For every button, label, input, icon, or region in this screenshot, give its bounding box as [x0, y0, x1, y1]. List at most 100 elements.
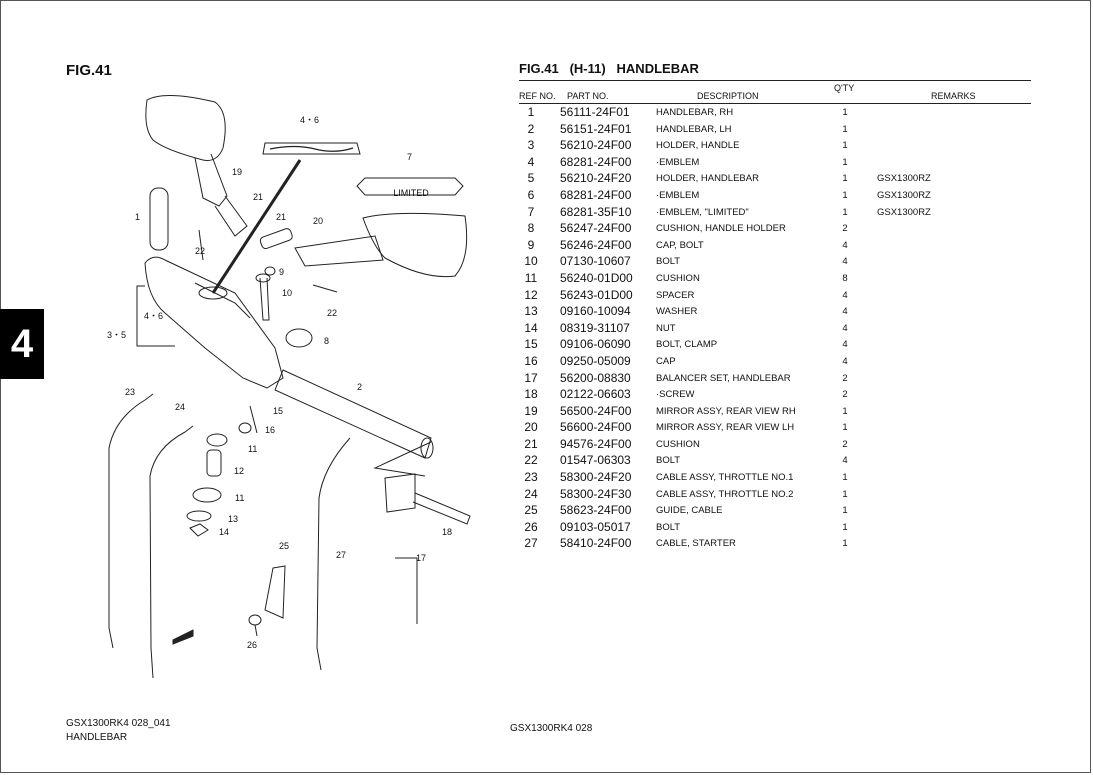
- handlebar-exploded-diagram: LIMITED: [108, 94, 471, 679]
- footer-section-name: HANDLEBAR: [66, 732, 128, 743]
- description-cell: SPACER: [656, 289, 695, 301]
- part-number-cell: 56243-01D00: [560, 287, 633, 302]
- quantity-cell: 1: [842, 189, 848, 201]
- part-number-cell: 56200-08830: [560, 370, 631, 385]
- part-number-cell: 68281-35F10: [560, 204, 632, 219]
- ref-cell: 21: [524, 436, 538, 451]
- quantity-cell: 1: [842, 488, 848, 500]
- throttle-cable-1: [108, 399, 146, 649]
- header-remarks: REMARKS: [931, 91, 976, 101]
- quantity-cell: 2: [842, 438, 848, 450]
- section-tab: 4: [0, 309, 44, 379]
- quantity-cell: 1: [842, 206, 848, 218]
- part-number-cell: 56151-24F01: [560, 121, 632, 136]
- ref-cell: 3: [527, 138, 535, 153]
- quantity-cell: 1: [842, 422, 848, 434]
- footer-model-code: GSX1300RK4 028_041: [66, 718, 171, 729]
- part-number-cell: 58410-24F00: [560, 536, 632, 551]
- part-number-cell: 56210-24F00: [560, 138, 632, 153]
- quantity-cell: 1: [842, 405, 848, 417]
- ref-cell: 20: [524, 420, 538, 435]
- footer-middle: GSX1300RK4 028: [510, 723, 593, 734]
- ref-cell: 1: [527, 105, 535, 119]
- callout: 27: [336, 550, 347, 560]
- section-number: 4: [10, 321, 34, 366]
- description-cell: CABLE ASSY, THROTTLE NO.1: [656, 472, 794, 484]
- table-header: REF NO. PART NO. DESCRIPTION Q'TY REMARK…: [519, 81, 1031, 103]
- ref-cell: 22: [524, 453, 538, 468]
- cushion-cap: [285, 328, 313, 348]
- quantity-cell: 4: [842, 256, 848, 268]
- description-cell: HANDLEBAR, LH: [656, 123, 732, 135]
- ref-cell: 27: [524, 536, 538, 551]
- description-cell: HANDLEBAR, RH: [656, 107, 734, 118]
- quantity-cell: 1: [842, 107, 848, 118]
- description-cell: ·SCREW: [656, 389, 695, 401]
- quantity-cell: 4: [842, 355, 848, 367]
- ref-cell: 26: [524, 519, 538, 534]
- quantity-cell: 4: [842, 306, 848, 318]
- part-number-cell: 56210-24F20: [560, 171, 632, 186]
- description-cell: ·EMBLEM: [656, 189, 700, 201]
- starter-cable: [316, 437, 351, 671]
- part-number-cell: 94576-24F00: [560, 436, 632, 451]
- callout: 2: [357, 382, 363, 392]
- figure-title-left: FIG.41: [66, 62, 112, 79]
- ref-cell: 7: [527, 204, 535, 219]
- remarks-cell: GSX1300RZ: [877, 206, 931, 218]
- quantity-cell: 2: [842, 389, 848, 401]
- quantity-cell: 1: [842, 123, 848, 135]
- ref-cell: 18: [524, 387, 538, 402]
- callout: 13: [228, 514, 239, 524]
- header-qty: Q'TY: [834, 83, 855, 93]
- front-arrow: [172, 629, 194, 645]
- handlebar-rh-tube: [149, 187, 169, 251]
- callout: 7: [407, 152, 413, 162]
- quantity-cell: 1: [842, 538, 848, 550]
- ref-cell: 25: [524, 503, 538, 518]
- callout: 17: [416, 553, 427, 563]
- callout: 18: [442, 527, 453, 537]
- quantity-cell: 1: [842, 521, 848, 533]
- limited-emblem-text: LIMITED: [393, 188, 429, 198]
- ref-cell: 9: [527, 237, 535, 252]
- handle-holder: [144, 256, 284, 389]
- description-cell: MIRROR ASSY, REAR VIEW RH: [656, 405, 796, 417]
- part-number-cell: 58300-24F20: [560, 470, 632, 485]
- description-cell: ·EMBLEM: [656, 156, 700, 168]
- callout: 21: [276, 212, 287, 222]
- quantity-cell: 4: [842, 455, 848, 467]
- callout: 23: [125, 387, 136, 397]
- description-cell: BOLT: [656, 256, 681, 268]
- parts-list-table: REF NO. PART NO. DESCRIPTION Q'TY REMARK…: [519, 80, 1031, 552]
- ref-cell: 12: [524, 287, 538, 302]
- ref-cell: 13: [524, 304, 538, 319]
- diagram-callouts: 1 2 3・5 4・6 4・6 7 8 9 10 11 11 12 13 14 …: [95, 88, 495, 698]
- parts-list-title: FIG.41 (H-11) HANDLEBAR: [519, 61, 699, 76]
- description-cell: BOLT, CLAMP: [656, 339, 718, 351]
- callout: 26: [247, 640, 258, 650]
- callout: 3・5: [107, 330, 127, 340]
- callout: 21: [253, 192, 264, 202]
- description-cell: BALANCER SET, HANDLEBAR: [656, 372, 791, 384]
- ref-cell: 16: [524, 353, 538, 368]
- part-number-cell: 09103-05017: [560, 519, 631, 534]
- header-bottom-rule: [519, 103, 1031, 104]
- throttle-cable-2: [149, 431, 186, 679]
- part-number-cell: 68281-24F00: [560, 187, 632, 202]
- part-number-cell: 01547-06303: [560, 453, 631, 468]
